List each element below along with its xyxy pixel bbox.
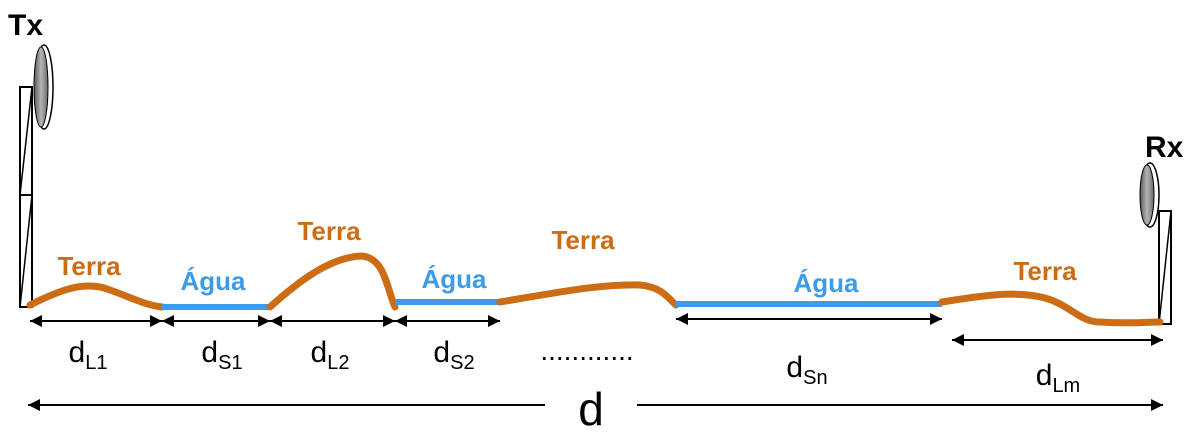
terra-label-3: Terra: [551, 225, 615, 255]
agua-label-n: Água: [794, 268, 860, 298]
distance-label-dL1: dL1: [69, 336, 108, 374]
distance-label-dS2: dS2: [433, 336, 474, 374]
transmitter-tower: [19, 86, 33, 308]
transmitter-dish-icon: [33, 44, 54, 130]
distance-label-dL2: dL2: [311, 336, 350, 374]
total-distance-label: d: [578, 383, 604, 433]
rx-label: Rx: [1145, 131, 1184, 164]
dimension-arrow-dS1: [162, 315, 270, 327]
dimension-arrow-dS2: [395, 315, 500, 327]
agua-label-1: Água: [181, 266, 247, 296]
dimension-arrow-dL2: [270, 315, 395, 327]
terra-label-m: Terra: [1013, 256, 1077, 286]
land-segment-2: [266, 252, 399, 311]
distance-arrows: [28, 313, 1163, 411]
terra-label-1: Terra: [57, 251, 121, 281]
distance-label-dSn: dSn: [786, 351, 827, 389]
receiver-dish-icon: [1139, 162, 1160, 228]
distance-label-dS1: dS1: [201, 336, 242, 374]
terrain-profile: [26, 252, 1164, 327]
land-segment-m: [938, 290, 1164, 327]
land-segment-1: [26, 282, 166, 311]
ellipsis-label: ............: [540, 335, 633, 366]
terra-label-2: Terra: [297, 216, 361, 246]
agua-label-2: Água: [422, 264, 488, 294]
dimension-arrow-dLm: [952, 334, 1163, 346]
land-segment-3: [496, 281, 680, 309]
dimension-arrow-dL1: [30, 315, 162, 327]
receiver-tower: [1158, 210, 1172, 325]
distance-label-dLm: dLm: [1036, 359, 1080, 397]
tx-label: Tx: [8, 9, 43, 42]
total-distance-arrow: [28, 399, 1163, 411]
dimension-arrow-dSn: [676, 313, 942, 325]
